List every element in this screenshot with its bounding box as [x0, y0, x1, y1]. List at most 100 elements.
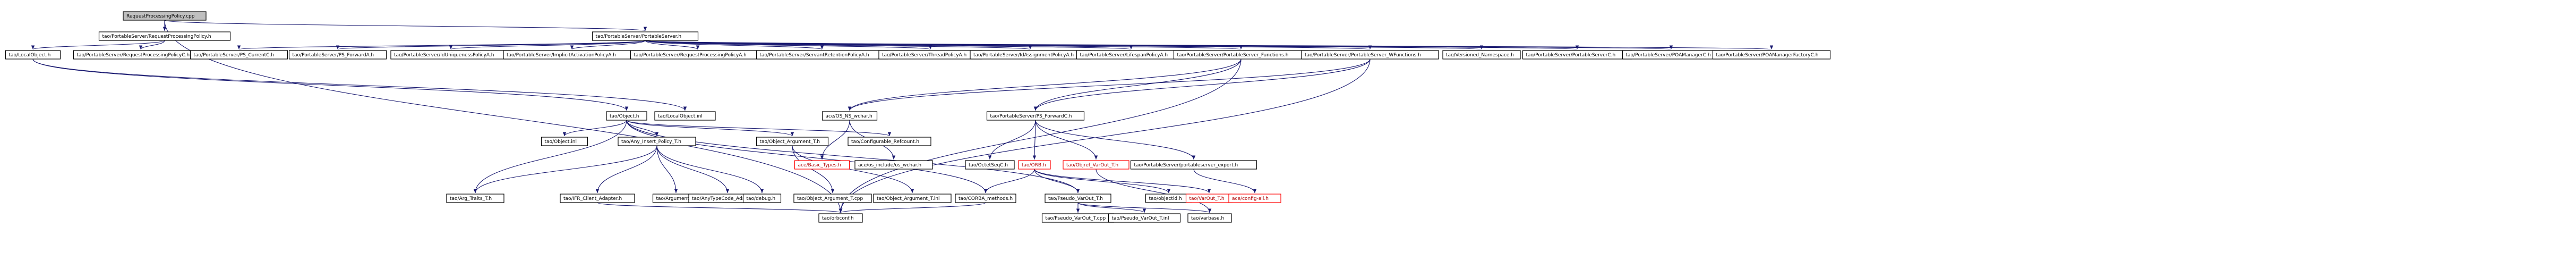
node-ps-forwardc[interactable]: tao/PortableServer/PS_ForwardC.h — [986, 111, 1085, 121]
node-rppc-h[interactable]: tao/PortableServer/RequestProcessingPoli… — [73, 50, 209, 60]
node-psc[interactable]: tao/PortableServer/PortableServerC.h — [1522, 50, 1632, 60]
node-label: tao/PortableServer/ImplicitActivationPol… — [507, 53, 616, 58]
node-implact[interactable]: tao/PortableServer/ImplicitActivationPol… — [503, 50, 641, 60]
node-os-ns[interactable]: ace/OS_NS_wchar.h — [821, 111, 878, 121]
node-varbase[interactable]: tao/varbase.h — [1187, 213, 1232, 223]
node-arg-traits[interactable]: tao/Arg_Traits_T.h — [446, 194, 504, 203]
node-label: tao/Argument.h — [656, 196, 694, 202]
node-label: tao/PortableServer/POAManagerFactoryC.h — [1716, 53, 1819, 58]
node-label: tao/objectid.h — [1149, 196, 1182, 202]
node-box — [1063, 160, 1129, 170]
node-label: tao/PortableServer/RequestProcessingPoli… — [102, 34, 211, 39]
node-object-inl[interactable]: tao/Object.inl — [541, 137, 588, 146]
edge-objref_var-to-varbase — [1096, 169, 1212, 213]
nodes-layer: RequestProcessingPolicy.cpp tao/PortableS… — [5, 11, 1831, 223]
node-ifr-client[interactable]: tao/IFR_Client_Adapter.h — [560, 194, 635, 203]
node-label: tao/PortableServer/PS_ForwardC.h — [990, 114, 1072, 119]
node-label: tao/Arg_Traits_T.h — [450, 196, 492, 202]
node-label: tao/orbconf.h — [822, 216, 854, 221]
node-lo-inl[interactable]: tao/LocalObject.inl — [654, 111, 716, 121]
edge-any_insert-to-anytypecode — [656, 145, 730, 194]
node-versioned[interactable]: tao/Versioned_Namespace.h — [1442, 50, 1521, 60]
edge-obj_arg_h-to-obj_arg_cpp — [792, 145, 835, 194]
node-objref-var[interactable]: tao/Objref_VarOut_T.h — [1063, 160, 1129, 170]
node-label: tao/PortableServer/RequestProcessingPoli… — [77, 53, 190, 58]
edge-object_h-to-obj_arg_h — [626, 120, 794, 137]
node-box — [592, 31, 699, 41]
node-label: tao/ORB.h — [1022, 163, 1046, 168]
edge-ps_forwardc-to-ps_export — [1035, 120, 1196, 160]
node-label: tao/Any_Insert_Policy_T.h — [621, 139, 681, 145]
edge-rpp_h-to-lo_h — [31, 40, 165, 50]
node-rpp-h[interactable]: tao/PortableServer/RequestProcessingPoli… — [98, 31, 231, 41]
node-poamgrfac[interactable]: tao/PortableServer/POAManagerFactoryC.h — [1712, 50, 1831, 60]
node-corba-methods[interactable]: tao/CORBA_methods.h — [955, 194, 1016, 203]
node-ace-config[interactable]: ace/config-all.h — [1228, 194, 1281, 203]
node-pseudo-cpp[interactable]: tao/Pseudo_VarOut_T.cpp — [1041, 213, 1115, 223]
node-octetseqc[interactable]: tao/OctetSeqC.h — [965, 160, 1015, 170]
node-label: tao/PortableServer/PortableServer.h — [596, 34, 682, 39]
node-box — [848, 137, 931, 146]
edge-any_insert-to-debug — [656, 145, 764, 194]
edge-ps_h-to-ps_forwarda — [336, 40, 646, 50]
node-box — [986, 111, 1085, 121]
node-box — [793, 194, 872, 203]
node-lo-h[interactable]: tao/LocalObject.h — [5, 50, 61, 60]
node-orb-h[interactable]: tao/ORB.h — [1018, 160, 1051, 170]
node-ps-export[interactable]: tao/PortableServer/portableserver_export… — [1130, 160, 1257, 170]
node-pswfunc[interactable]: tao/PortableServer/PortableServer_WFunct… — [1301, 50, 1439, 60]
node-label: tao/Object_Argument_T.cpp — [797, 196, 863, 202]
node-varout[interactable]: tao/VarOut_T.h — [1185, 194, 1233, 203]
node-box — [854, 160, 933, 170]
node-poamgrc[interactable]: tao/PortableServer/POAManagerC.h — [1622, 50, 1721, 60]
node-basic-types[interactable]: ace/Basic_Types.h — [794, 160, 850, 170]
node-os-include[interactable]: ace/os_include/os_wchar.h — [854, 160, 933, 170]
node-ps-currentc[interactable]: tao/PortableServer/PS_CurrentC.h — [190, 50, 288, 60]
node-label: tao/PortableServer/IdUniquenessPolicyA.h — [394, 53, 494, 58]
node-label: tao/CORBA_methods.h — [958, 196, 1013, 202]
edge-ps_h-to-poamgrfac — [645, 40, 1773, 50]
node-label: tao/Object_Argument_T.h — [760, 139, 820, 145]
node-reqprocA[interactable]: tao/PortableServer/RequestProcessingPoli… — [630, 50, 766, 60]
node-label: tao/Pseudo_VarOut_T.h — [1048, 196, 1103, 202]
node-box — [1108, 213, 1181, 223]
node-configurable[interactable]: tao/Configurable_Refcount.h — [848, 137, 931, 146]
node-box — [965, 160, 1015, 170]
edge-ps_forwardc-to-objref_var — [1035, 120, 1098, 160]
node-object-h[interactable]: tao/Object.h — [606, 111, 647, 121]
node-psfunc[interactable]: tao/PortableServer/PortableServer_Functi… — [1173, 50, 1309, 60]
node-label: tao/LocalObject.h — [9, 53, 51, 58]
node-objectid[interactable]: tao/objectid.h — [1145, 194, 1193, 203]
node-pseudo-inl[interactable]: tao/Pseudo_VarOut_T.inl — [1108, 213, 1181, 223]
node-servret[interactable]: tao/PortableServer/ServantRetentionPolic… — [756, 50, 888, 60]
node-root[interactable]: RequestProcessingPolicy.cpp — [123, 11, 207, 21]
node-box — [618, 137, 696, 146]
edge-obj_arg_h-to-obj_arg_inl — [792, 145, 914, 194]
edge-psfunc-to-orbconf — [838, 58, 1242, 213]
node-thread[interactable]: tao/PortableServer/ThreadPolicyA.h — [878, 50, 982, 60]
node-lifespan[interactable]: tao/PortableServer/LifespanPolicyA.h — [1076, 50, 1186, 60]
node-box — [1712, 50, 1831, 60]
node-label: tao/PortableServer/PS_CurrentC.h — [194, 53, 275, 58]
edge-ifr_client-to-orbconf — [597, 202, 842, 213]
node-label: tao/Pseudo_VarOut_T.cpp — [1046, 216, 1106, 221]
node-obj-arg-h[interactable]: tao/Object_Argument_T.h — [756, 137, 829, 146]
edge-rpp_h-to-rppc_h — [139, 40, 165, 50]
node-iduniq[interactable]: tao/PortableServer/IdUniquenessPolicyA.h — [390, 50, 511, 60]
node-debug[interactable]: tao/debug.h — [742, 194, 782, 203]
node-obj-arg-cpp[interactable]: tao/Object_Argument_T.cpp — [793, 194, 872, 203]
node-any-insert[interactable]: tao/Any_Insert_Policy_T.h — [618, 137, 696, 146]
node-box — [1045, 194, 1111, 203]
node-ps-forwarda[interactable]: tao/PortableServer/PS_ForwardA.h — [288, 50, 387, 60]
node-box — [1018, 160, 1051, 170]
node-ps-h[interactable]: tao/PortableServer/PortableServer.h — [592, 31, 699, 41]
edge-object_h-to-arg_traits — [473, 120, 627, 194]
node-orbconf[interactable]: tao/orbconf.h — [818, 213, 863, 223]
node-obj-arg-inl[interactable]: tao/Object_Argument_T.inl — [873, 194, 952, 203]
node-idassign[interactable]: tao/PortableServer/IdAssignmentPolicyA.h — [970, 50, 1091, 60]
edge-psfunc-to-ps_forwardc — [1033, 58, 1242, 111]
edge-pswfunc-to-os_ns — [848, 58, 1371, 111]
node-pseudo-var[interactable]: tao/Pseudo_VarOut_T.h — [1045, 194, 1111, 203]
node-label: ace/Basic_Types.h — [798, 163, 841, 168]
node-label: tao/PortableServer/PortableServer_Functi… — [1177, 53, 1289, 58]
